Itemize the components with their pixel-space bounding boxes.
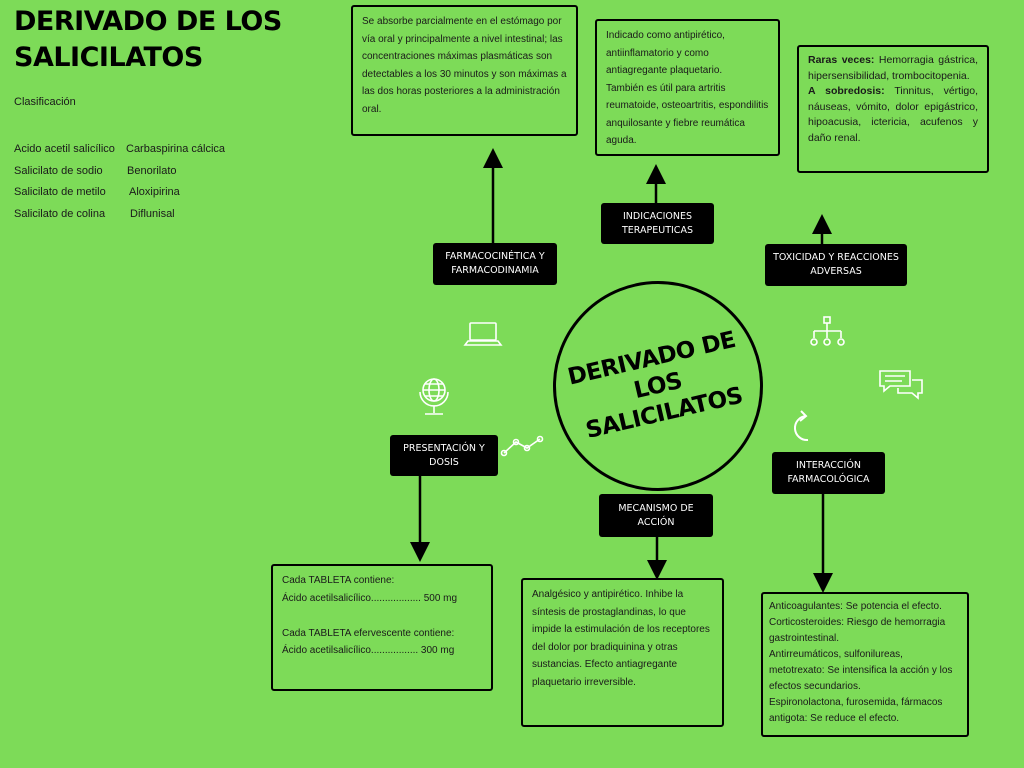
sobredosis-text: Tinnitus, vértigo, náuseas, vómito, dolo… bbox=[808, 85, 978, 144]
label-toxicidad: TOXICIDAD Y REACCIONES ADVERSAS bbox=[765, 244, 907, 286]
refresh-arrow-icon bbox=[794, 410, 809, 442]
box-presentacion: Cada TABLETA contiene: Ácido acetilsalic… bbox=[271, 564, 493, 691]
drug-name: Carbaspirina cálcica bbox=[126, 143, 226, 155]
box-mecanismo: Analgésico y antipirético. Inhibe la sín… bbox=[521, 578, 724, 727]
raras-label: Raras veces: bbox=[808, 54, 875, 66]
label-farmacocinetica: FARMACOCINÉTICA Y FARMACODINAMIA bbox=[433, 243, 557, 285]
dosage-line: Ácido acetilsalicílico..................… bbox=[282, 592, 458, 604]
raras-text: Hemorragia gástrica, hipersensibilidad, … bbox=[808, 54, 978, 82]
globe-icon bbox=[419, 378, 449, 415]
dosage-line: Cada TABLETA contiene: bbox=[282, 575, 395, 586]
label-mecanismo: MECANISMO DE ACCIÓN bbox=[599, 494, 713, 537]
dosage-line: Cada TABLETA efervescente contiene: bbox=[282, 627, 455, 639]
central-topic-text: DERIVADO DE LOS SALICILATOS bbox=[565, 326, 746, 444]
drug-name: Salicilato de metilo bbox=[14, 186, 106, 198]
laptop-icon bbox=[463, 322, 503, 346]
box-interaccion: Anticoagulantes: Se potencia el efecto. … bbox=[761, 592, 969, 737]
classification-row: Salicilato de sodio Benorilato bbox=[14, 161, 177, 183]
classification-row: Acido acetil salicílico Carbaspirina cál… bbox=[14, 139, 225, 161]
drug-name: Acido acetil salicílico bbox=[14, 143, 115, 155]
chat-bubbles-icon bbox=[879, 370, 923, 400]
box-indicaciones: Indicado como antipirético, antiinflamat… bbox=[595, 19, 780, 156]
page-title: DERIVADO DE LOS SALICILATOS bbox=[14, 6, 282, 73]
label-indicaciones: INDICACIONES TERAPEUTICAS bbox=[601, 203, 714, 244]
label-interaccion: INTERACCIÓN FARMACOLÓGICA bbox=[772, 452, 885, 494]
line-graph-icon bbox=[500, 435, 544, 457]
drug-name: Salicilato de sodio bbox=[14, 164, 103, 177]
sobredosis-label: A sobredosis: bbox=[808, 85, 885, 97]
label-presentacion: PRESENTACIÓN Y DOSIS bbox=[390, 435, 498, 476]
classification-row: Salicilato de colina Diflunisal bbox=[14, 204, 175, 226]
central-topic: DERIVADO DE LOS SALICILATOS bbox=[553, 281, 763, 491]
drug-name: Salicilato de colina bbox=[14, 207, 106, 220]
hierarchy-icon bbox=[810, 316, 845, 346]
drug-name: Aloxipirina bbox=[129, 186, 180, 198]
drug-name: Diflunisal bbox=[130, 207, 175, 220]
classification-row: Salicilato de metilo Aloxipirina bbox=[14, 182, 180, 204]
dosage-line: Ácido acetilsalicílico................. … bbox=[282, 645, 455, 656]
box-farmacocinetica: Se absorbe parcialmente en el estómago p… bbox=[351, 5, 578, 136]
box-toxicidad: Raras veces: Hemorragia gástrica, hipers… bbox=[797, 45, 989, 173]
classification-list: Acido acetil salicílico Carbaspirina cál… bbox=[14, 139, 225, 226]
drug-name: Benorilato bbox=[127, 164, 177, 177]
classification-label: Clasificación bbox=[14, 96, 76, 108]
